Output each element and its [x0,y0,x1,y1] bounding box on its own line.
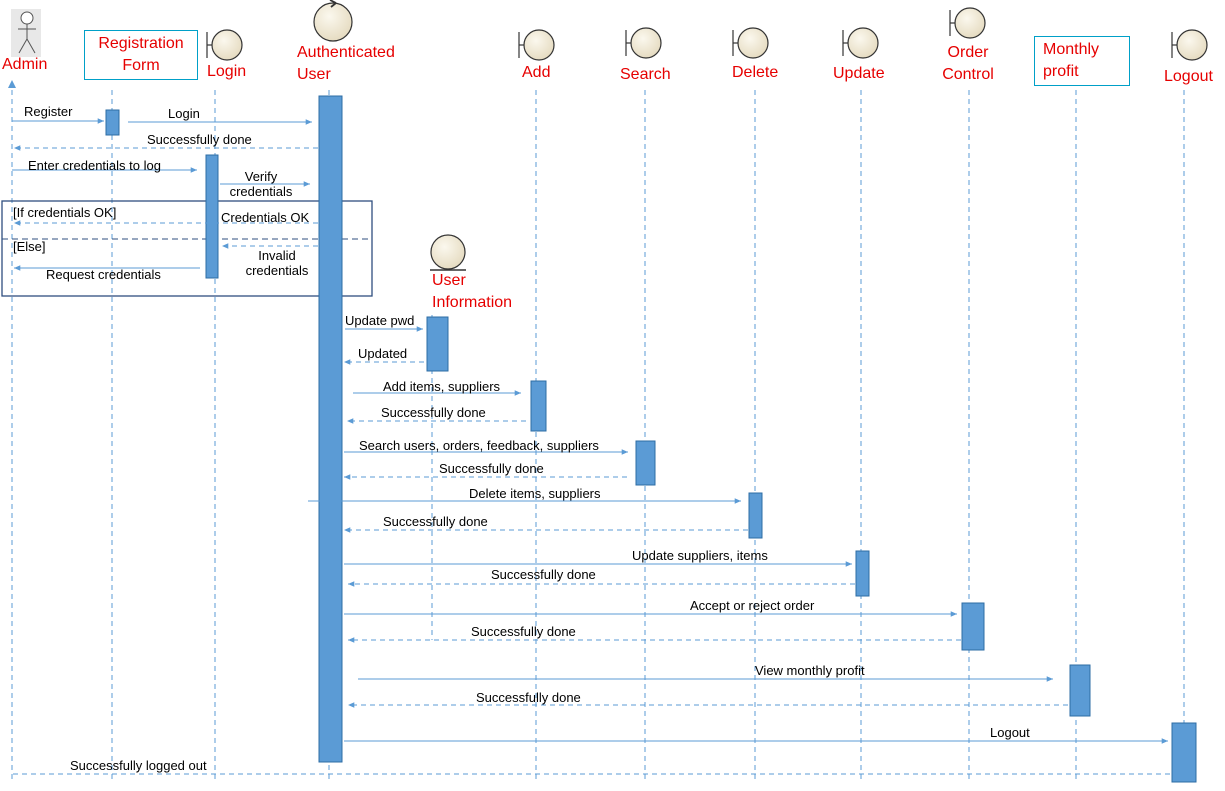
msg-update-pwd: Update pwd [345,313,415,328]
admin-lifeline-arrowhead [8,80,16,88]
boundary-icon-search [625,27,662,59]
message-arrows [10,118,1170,775]
guard-if: [If credentials OK] [13,205,117,220]
activation-monthly-profit [1069,664,1091,717]
activation-user-information [426,316,449,372]
msg-logout: Logout [990,725,1030,740]
msg-logged-out: Successfully logged out [70,758,207,773]
participant-order-control: Order Control [942,44,994,83]
msg-successfully-done-profit: Successfully done [476,690,581,705]
msg-add-items: Add items, suppliers [383,379,501,394]
activation-search [635,440,656,486]
alt-frame [1,200,373,297]
participant-authenticated-user: Authenticated User [297,44,395,83]
msg-register: Register [24,104,73,119]
msg-successfully-done-add: Successfully done [381,405,486,420]
activation-login [205,154,219,279]
actor-icon [11,9,41,57]
participant-login: Login [207,63,247,80]
participant-logout: Logout [1164,68,1213,85]
msg-successfully-done-delete: Successfully done [383,514,488,529]
msg-updated: Updated [358,346,408,361]
boundary-icon-logout [1171,29,1208,61]
participant-monthly-profit: Monthly profit [1034,36,1130,86]
activation-delete [748,492,763,539]
boundary-icon-add [518,29,555,61]
msg-request-credentials: Request credentials [46,267,161,282]
msg-view-profit: View monthly profit [755,663,865,678]
alt-frame-border [1,200,373,297]
activation-order-control [961,602,985,651]
msg-login: Login [168,106,200,121]
activations [105,95,1197,783]
participant-add: Add [522,64,551,81]
msg-successfully-done-order: Successfully done [471,624,576,639]
activation-logout [1171,722,1197,783]
activation-add [530,380,547,432]
activation-registration-form [105,109,120,136]
participant-registration-form: Registration Form [84,30,198,80]
boundary-icon-order-control [949,7,986,39]
boundary-icon-delete [732,27,769,59]
participant-update: Update [833,65,885,82]
participant-admin: Admin [2,56,48,73]
msg-accept-reject: Accept or reject order [690,598,815,613]
participant-delete: Delete [732,64,779,81]
control-icon-authenticated-user [313,0,353,42]
msg-successfully-done-search: Successfully done [439,461,544,476]
msg-enter-credentials: Enter credentials to log [28,158,161,173]
activation-authenticated-user [318,95,343,763]
participant-user-information: User Information [432,272,513,311]
msg-update: Update suppliers, items [632,548,768,563]
msg-credentials-ok: Credentials OK [221,210,310,225]
msg-invalid: Invalid credentials [245,248,309,278]
lifelines [11,90,1185,780]
msg-successfully-done-update: Successfully done [491,567,596,582]
msg-verify: Verify credentials [229,169,293,199]
entity-icon-user-information [430,234,466,271]
guard-else: [Else] [13,239,46,254]
msg-delete: Delete items, suppliers [469,486,601,501]
participant-search: Search [620,66,671,83]
boundary-icon-login [206,29,243,61]
msg-successfully-done-1: Successfully done [147,132,252,147]
activation-update [855,550,870,597]
msg-search: Search users, orders, feedback, supplier… [359,438,599,453]
boundary-icon-update [842,27,879,59]
